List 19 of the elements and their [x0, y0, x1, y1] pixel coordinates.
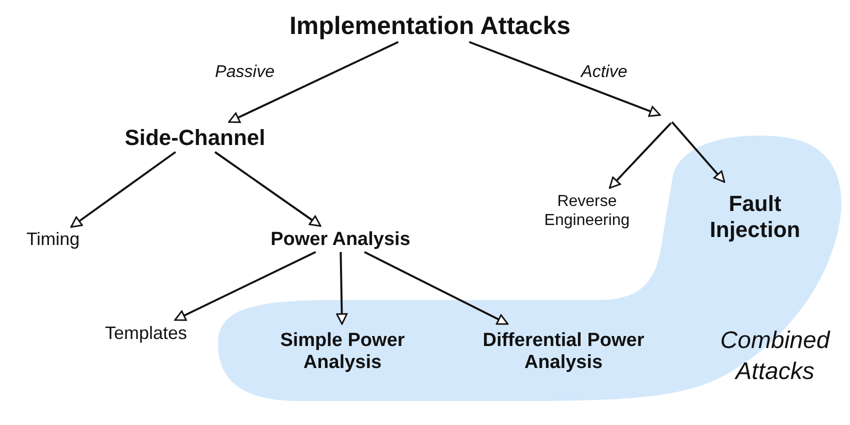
node-label: Fault Injection [690, 180, 820, 254]
arrow [468, 41, 661, 117]
arrow [608, 122, 672, 189]
arrow [70, 151, 176, 228]
node-label: Power Analysis [238, 224, 443, 256]
region-label: Combined Attacks [719, 326, 832, 388]
arrow [671, 121, 726, 183]
node-label: Side-Channel [95, 120, 295, 156]
arrow [214, 151, 322, 227]
arrow [336, 252, 348, 325]
arrow [364, 251, 508, 325]
node-label: Templates [82, 318, 210, 350]
node-label: Implementation Attacks [250, 8, 610, 46]
node-label: Timing [8, 225, 98, 255]
node-label: Simple Power Analysis [245, 322, 440, 382]
node-label: Reverse Engineering [522, 186, 652, 238]
node-label: Differential Power Analysis [466, 322, 661, 382]
arrow [174, 251, 316, 321]
arrow [228, 41, 399, 123]
